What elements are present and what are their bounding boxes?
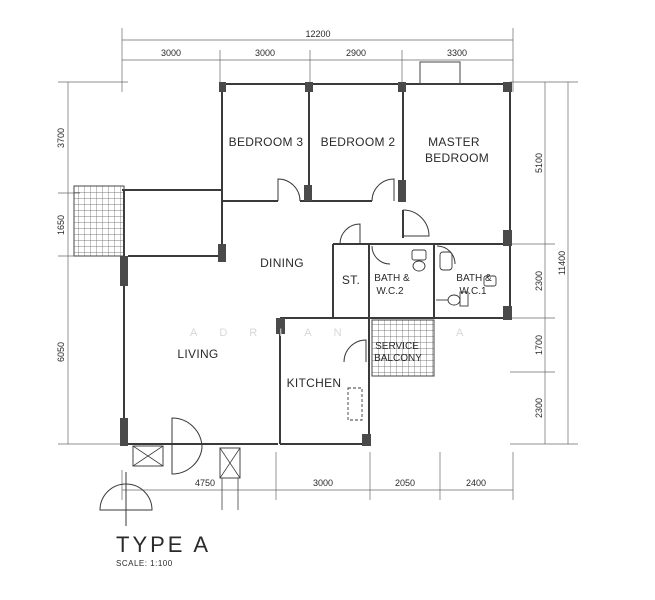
dimension-labels: 12200 3000 3000 2900 3300 3700 1650 6050…: [56, 29, 567, 488]
door-gate: [99, 483, 153, 511]
dim-left-1: 3700: [56, 128, 66, 148]
watermark: ADRIAN: [190, 327, 364, 339]
dim-bottom-1: 4750: [195, 478, 215, 488]
label-bedroom-3: BEDROOM 3: [229, 135, 304, 149]
label-bath1-2: W.C.1: [459, 286, 487, 297]
label-service-2: BALCONY: [374, 353, 422, 364]
dim-top-total: 12200: [305, 29, 330, 39]
dim-left-2: 1650: [56, 215, 66, 235]
hatched-areas: [73, 61, 461, 510]
dim-top-4: 3300: [447, 48, 467, 58]
doors: [99, 178, 456, 526]
door-bath2: [371, 245, 391, 265]
label-kitchen: KITCHEN: [287, 376, 342, 390]
dim-right-1: 5100: [534, 153, 544, 173]
dim-right-3: 1700: [534, 335, 544, 355]
dim-top-2: 3000: [255, 48, 275, 58]
dim-bottom-4: 2400: [466, 478, 486, 488]
door-bedroom3: [277, 178, 301, 202]
label-service-1: SERVICE: [375, 341, 419, 352]
dim-right-2: 2300: [534, 271, 544, 291]
dim-top-1: 3000: [161, 48, 181, 58]
label-bath2-1: BATH &: [374, 273, 410, 284]
door-bath1: [436, 245, 456, 265]
watermark-tail: A: [456, 327, 485, 339]
dim-right-4: 2300: [534, 398, 544, 418]
label-store: ST.: [342, 273, 360, 287]
room-labels: BEDROOM 3 BEDROOM 2 MASTER BEDROOM DININ…: [177, 135, 492, 390]
plan-scale: SCALE: 1:100: [116, 559, 173, 568]
dim-left-3: 6050: [56, 342, 66, 362]
bin-point: [132, 445, 164, 467]
label-bath2-2: W.C.2: [376, 286, 404, 297]
label-dining: DINING: [260, 256, 304, 270]
door-bedroom2: [371, 178, 395, 202]
door-kitchen: [343, 339, 367, 363]
door-master: [402, 209, 430, 237]
door-store: [339, 223, 361, 245]
label-master-2: BEDROOM: [425, 151, 489, 165]
walls: [122, 83, 511, 445]
dim-bottom-2: 3000: [313, 478, 333, 488]
label-master-1: MASTER: [428, 135, 480, 149]
door-main: [171, 417, 203, 475]
service-balcony-floor: [371, 319, 435, 377]
bay-ledge: [419, 61, 461, 85]
dimension-lines: [58, 28, 578, 500]
label-bedroom-2: BEDROOM 2: [321, 135, 396, 149]
ac-ledge: [73, 185, 125, 257]
dim-bottom-3: 2050: [395, 478, 415, 488]
plan-title: TYPE A: [116, 532, 211, 557]
label-bath1-1: BATH &: [456, 273, 492, 284]
fixtures: [347, 249, 497, 421]
dim-top-3: 2900: [346, 48, 366, 58]
gas-meter: [219, 447, 241, 479]
dim-right-total: 11400: [557, 251, 567, 275]
columns: [120, 82, 512, 446]
label-living: LIVING: [177, 347, 218, 361]
